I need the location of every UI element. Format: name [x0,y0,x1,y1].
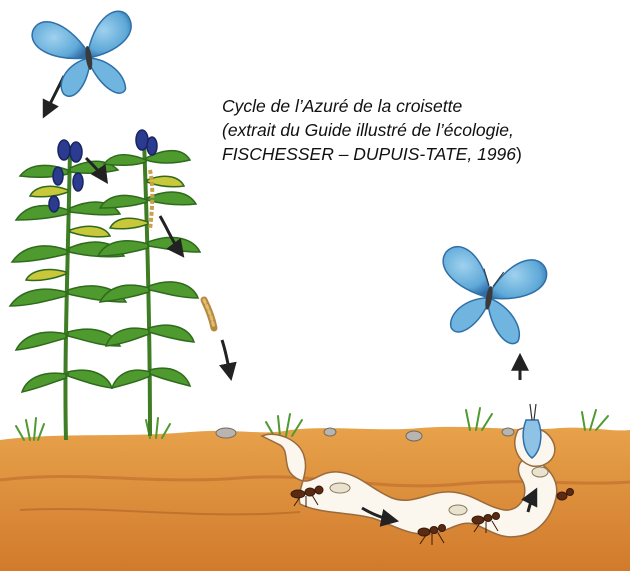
caption-source-line1: (extrait du Guide illustré de l’écologie… [222,118,622,142]
butterfly-icon [431,244,549,347]
figure-caption: Cycle de l’Azuré de la croisette (extrai… [222,94,622,166]
gentian-plant-icon [98,130,200,436]
caption-title: Cycle de l’Azuré de la croisette [222,94,622,118]
caption-authors: FISCHESSER – DUPUIS-TATE, 1996 [222,144,516,164]
chrysalis-icon [523,404,541,458]
caterpillar-icon [204,300,214,328]
gentian-plant-icon [10,140,126,440]
caption-close-paren: ) [516,144,522,164]
butterfly-icon [30,10,140,105]
caption-source-line2: FISCHESSER – DUPUIS-TATE, 1996) [222,142,622,166]
